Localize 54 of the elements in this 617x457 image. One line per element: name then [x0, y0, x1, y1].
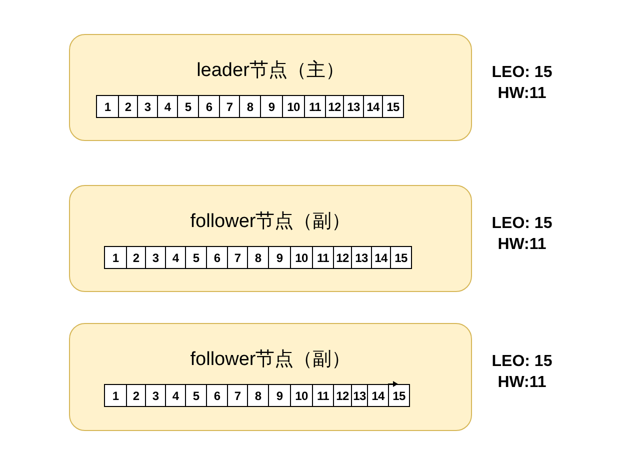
log-cell: 13 — [343, 95, 364, 118]
log-cell: 10 — [290, 384, 313, 407]
log-cell: 11 — [312, 384, 334, 407]
log-cell: 4 — [165, 246, 186, 269]
log-cell: 14 — [363, 95, 383, 118]
log-cell: 14 — [367, 384, 389, 407]
log-cell: 6 — [206, 384, 228, 407]
log-cell: 7 — [227, 246, 248, 269]
log-cell: 8 — [247, 246, 269, 269]
offset-label: LEO: 15 HW:11 — [490, 214, 554, 255]
log-cell: 3 — [137, 95, 158, 118]
node-panel — [69, 323, 472, 431]
log-cell: 11 — [312, 246, 334, 269]
node-panel — [69, 34, 472, 141]
log-cell: 1 — [96, 95, 119, 118]
log-cell: 3 — [145, 246, 166, 269]
log-cell: 2 — [126, 384, 146, 407]
log-cell: 2 — [126, 246, 146, 269]
node-title: follower节点（副） — [190, 210, 351, 234]
log-cell: 7 — [219, 95, 240, 118]
log-cell: 6 — [206, 246, 228, 269]
log-cell: 2 — [118, 95, 138, 118]
log-cell: 5 — [177, 95, 199, 118]
log-cell: 1 — [104, 384, 127, 407]
log-cell: 4 — [157, 95, 178, 118]
log-cell: 9 — [268, 246, 291, 269]
node-title: leader节点（主） — [196, 59, 344, 83]
log-cell: 11 — [304, 95, 326, 118]
log-cell: 15 — [390, 246, 412, 269]
offset-label: LEO: 15 HW:11 — [490, 63, 554, 104]
log-cell: 10 — [290, 246, 313, 269]
log-cell: 5 — [185, 246, 207, 269]
log-cell: 12 — [325, 95, 344, 118]
log-cell: 1 — [104, 246, 127, 269]
log-cell: 15 — [382, 95, 404, 118]
log-cell: 3 — [145, 384, 166, 407]
log-cell: 13 — [351, 384, 368, 407]
log-cell: 13 — [351, 246, 372, 269]
offset-label: LEO: 15 HW:11 — [490, 352, 554, 393]
log-cell: 15 — [388, 384, 410, 407]
node-title: follower节点（副） — [190, 348, 351, 372]
log-cell: 9 — [268, 384, 291, 407]
log-cell: 4 — [165, 384, 186, 407]
log-cell: 8 — [247, 384, 269, 407]
log-cell: 5 — [185, 384, 207, 407]
log-cell: 6 — [198, 95, 220, 118]
log-cell: 12 — [333, 384, 352, 407]
log-cell: 14 — [371, 246, 391, 269]
log-cell: 8 — [239, 95, 261, 118]
log-cell: 7 — [227, 384, 248, 407]
node-panel — [69, 185, 472, 292]
log-cell: 12 — [333, 246, 352, 269]
log-cell: 9 — [260, 95, 283, 118]
log-cell: 10 — [282, 95, 305, 118]
